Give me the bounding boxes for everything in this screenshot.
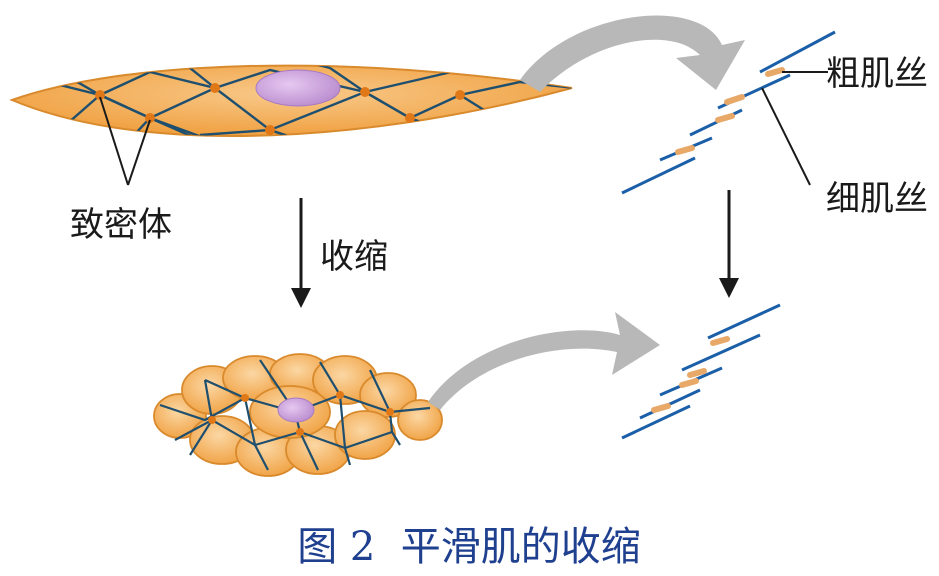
contraction-arrow (291, 198, 311, 308)
contracted-cell (153, 353, 443, 477)
dense-body-dot (210, 83, 220, 93)
thin-filament-pointer (761, 87, 811, 186)
dense-body-dot (95, 90, 105, 100)
figure-caption: 图 2 平滑肌的收缩 (297, 524, 641, 570)
relaxed-dense-bodies (95, 83, 465, 135)
dense-body-dot (208, 416, 216, 424)
dense-body-dot (360, 87, 370, 97)
dense-body-dot (386, 408, 394, 416)
relaxed-nucleus (255, 69, 341, 107)
contracted-filaments (621, 303, 781, 440)
contraction-label: 收缩 (320, 237, 388, 277)
contracted-nucleus (277, 397, 315, 423)
dense-body-label: 致密体 (70, 205, 172, 245)
dense-body-dot (455, 90, 465, 100)
contracted-thick-filaments (651, 336, 730, 413)
dense-body-dot (336, 391, 344, 399)
dense-body-pointers (99, 96, 151, 186)
filament-contraction-arrow (719, 190, 739, 298)
dense-body-dot (145, 113, 155, 123)
contracted-dense-bodies (208, 391, 394, 436)
relaxed-thick-filaments (675, 67, 785, 155)
relaxed-filaments (621, 30, 836, 195)
curved-arrow-top (520, 15, 745, 92)
thin-filament-label: 细肌丝 (826, 179, 928, 219)
dense-body-dot (405, 113, 415, 123)
contracted-cell-blobs (153, 353, 443, 477)
curved-arrow-bottom (428, 312, 660, 410)
dense-body-dot (296, 428, 304, 436)
relaxed-cell (9, 64, 573, 137)
thick-filament-label: 粗肌丝 (826, 54, 928, 94)
dense-body-dot (241, 394, 249, 402)
dense-body-dot (265, 125, 275, 135)
